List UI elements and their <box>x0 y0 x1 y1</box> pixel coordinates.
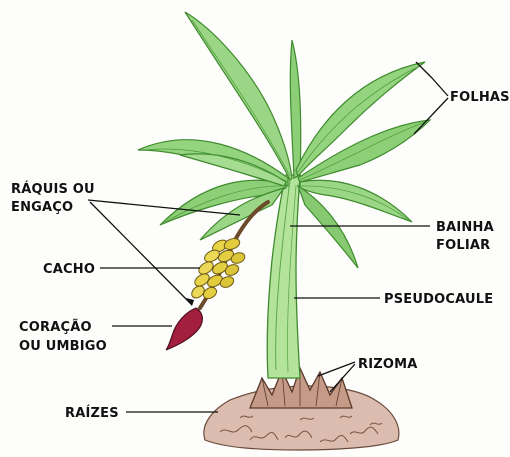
label-cacho: CACHO <box>43 262 95 277</box>
label-raquis-line1: RÁQUIS OU <box>11 181 95 197</box>
label-folhas: FOLHAS <box>450 90 510 105</box>
banana-heart <box>166 308 202 350</box>
label-raquis-line2: ENGAÇO <box>11 200 73 215</box>
label-raizes: RAÍZES <box>65 405 119 421</box>
label-coracao-line2: OU UMBIGO <box>19 339 107 354</box>
label-rizoma: RIZOMA <box>358 357 418 372</box>
label-pseudocaule: PSEUDOCAULE <box>384 292 493 307</box>
label-bainha-line1: BAINHA <box>436 220 494 235</box>
label-coracao-line1: CORAÇÃO <box>19 319 92 335</box>
banana-bunch <box>189 237 246 301</box>
label-bainha-line2: FOLIAR <box>436 238 490 253</box>
